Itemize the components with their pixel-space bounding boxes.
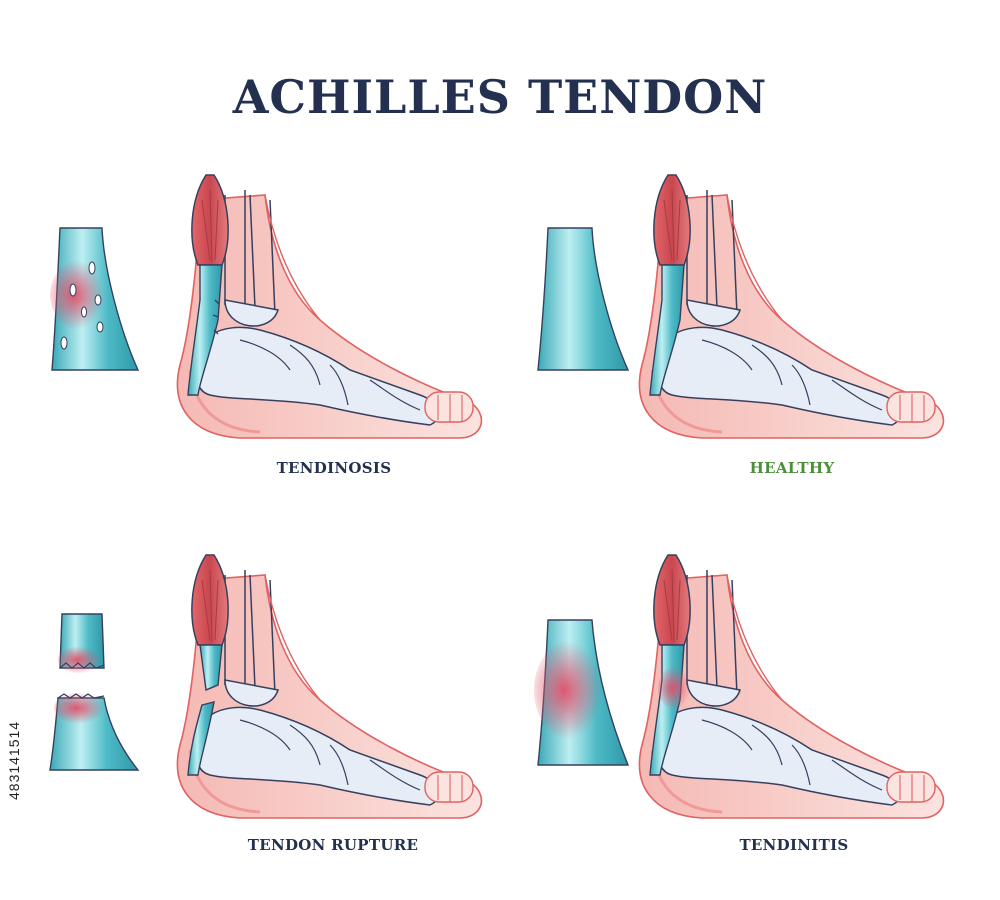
label-tendon-rupture: TENDON RUPTURE <box>247 836 419 854</box>
foot-healthy <box>638 174 945 440</box>
label-tendinitis: TENDINITIS <box>739 836 849 854</box>
tendon-cross-section-rupture <box>49 613 140 771</box>
foot-tendinitis <box>638 554 945 820</box>
panel-tendinosis <box>50 174 483 440</box>
panel-healthy <box>537 174 945 440</box>
tendon-cross-section-healthy <box>537 227 630 371</box>
panel-tendon-rupture <box>49 554 483 820</box>
tendon-cross-section-tendinitis <box>534 619 630 766</box>
foot-tendinosis <box>176 174 483 440</box>
label-tendinosis: TENDINOSIS <box>276 459 392 477</box>
page-title: ACHILLES TENDON <box>232 70 768 124</box>
label-healthy: HEALTHY <box>749 459 835 477</box>
panel-tendinitis <box>534 554 945 820</box>
foot-rupture <box>176 554 483 820</box>
tendon-cross-section-tendinosis <box>50 227 140 371</box>
stock-id-watermark: 483141514 <box>6 720 22 800</box>
